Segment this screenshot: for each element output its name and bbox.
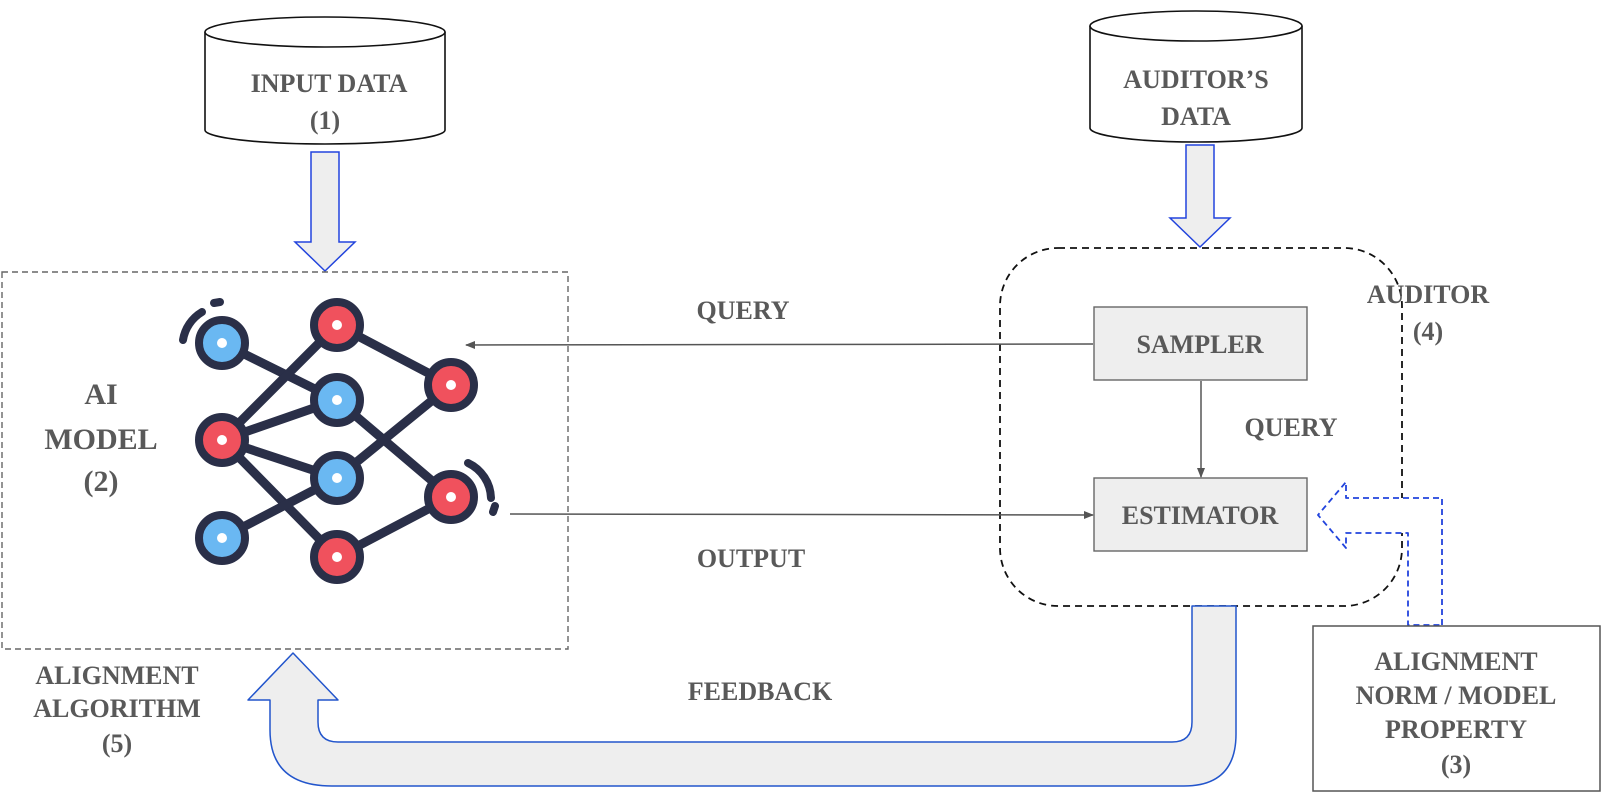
input-node-red (195, 413, 249, 467)
output-node-red (424, 358, 478, 412)
hidden-node-red (310, 530, 364, 584)
output-label: OUTPUT (697, 544, 805, 573)
output-arrow (509, 510, 1094, 519)
alignment-norm-to-estimator-arrow (1317, 481, 1443, 626)
alignment-norm-box: ALIGNMENT NORM / MODEL PROPERTY (3) (1312, 625, 1601, 792)
auditor-label: AUDITOR (1367, 280, 1490, 309)
auditors-data-down-arrow (1168, 144, 1232, 249)
auditor-number: (4) (1413, 317, 1443, 346)
alignment-algorithm-line1: ALIGNMENT (35, 661, 198, 690)
input-data-down-arrow (293, 151, 357, 273)
hidden-node-blue (310, 451, 364, 505)
query-top-label: QUERY (697, 296, 790, 325)
auditors-data-label-line1: AUDITOR’S (1123, 65, 1268, 94)
alignment-norm-line1: ALIGNMENT (1374, 647, 1537, 676)
ai-model-box (1, 271, 569, 650)
ai-model-label-line2: MODEL (44, 423, 157, 456)
input-data-number: (1) (310, 106, 340, 135)
input-node-blue (195, 511, 249, 565)
alignment-algorithm-number: (5) (102, 729, 132, 758)
alignment-norm-line3: PROPERTY (1385, 715, 1527, 744)
input-data-label: INPUT DATA (251, 69, 408, 98)
query-arrow (465, 340, 1094, 349)
sampler-box: SAMPLER (1093, 306, 1308, 381)
input-data-cylinder: INPUT DATA (1) (204, 16, 446, 145)
estimator-label: ESTIMATOR (1122, 501, 1279, 530)
auditors-data-label-line2: DATA (1161, 102, 1231, 131)
estimator-box: ESTIMATOR (1093, 477, 1308, 552)
query-inner-label: QUERY (1245, 413, 1338, 442)
alignment-norm-line2: NORM / MODEL (1356, 681, 1557, 710)
input-node-blue (195, 316, 249, 370)
sampler-label: SAMPLER (1136, 330, 1263, 359)
hidden-node-blue (310, 373, 364, 427)
auditors-data-cylinder: AUDITOR’S DATA (1089, 10, 1303, 143)
feedback-arrow (247, 605, 1237, 787)
hidden-node-red (310, 298, 364, 352)
ai-model-label-number: (2) (84, 465, 119, 498)
network-nodes (195, 298, 478, 584)
alignment-algorithm-line2: ALGORITHM (33, 694, 201, 723)
alignment-norm-number: (3) (1441, 750, 1471, 779)
output-node-red (424, 470, 478, 524)
feedback-label: FEEDBACK (688, 677, 833, 706)
ai-model-label-line1: AI (84, 378, 117, 411)
